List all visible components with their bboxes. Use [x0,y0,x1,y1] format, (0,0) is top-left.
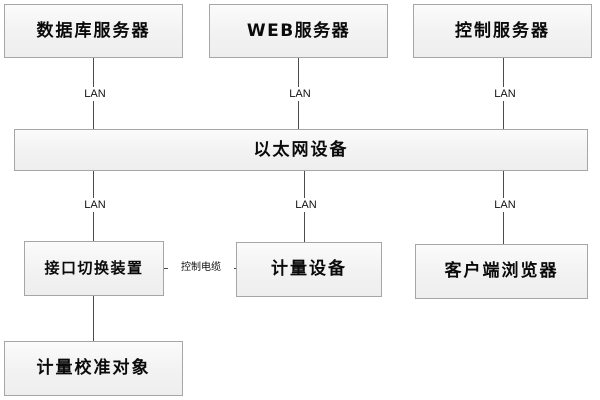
node-interface-switch-label: 接口切换装置 [44,259,144,278]
node-client-browser-label: 客户端浏览器 [444,261,559,282]
connector-interface-switch-to-calibration-object [93,295,94,341]
edge-label-lan-client-browser: LAN [486,198,524,212]
edge-label-lan-interface-switch: LAN [76,198,114,212]
node-database-server[interactable]: 数据库服务器 [4,4,183,58]
node-interface-switch[interactable]: 接口切换装置 [24,241,164,296]
node-database-server-label: 数据库服务器 [36,20,151,41]
node-control-server[interactable]: 控制服务器 [413,4,592,58]
node-calibration-object-label: 计量校准对象 [36,358,151,379]
node-ethernet-device[interactable]: 以太网设备 [14,129,588,171]
node-web-server-label: WEB服务器 [246,20,351,41]
edge-label-control-cable: 控制电缆 [168,262,234,274]
node-metering-device-label: 计量设备 [271,259,347,280]
node-control-server-label: 控制服务器 [455,20,550,41]
edge-label-lan-control-server: LAN [486,87,524,101]
node-metering-device[interactable]: 计量设备 [236,242,382,297]
edge-label-lan-metering-device: LAN [287,198,325,212]
node-web-server[interactable]: WEB服务器 [209,4,388,58]
node-client-browser[interactable]: 客户端浏览器 [415,244,588,299]
edge-label-lan-web-server: LAN [281,87,319,101]
node-calibration-object[interactable]: 计量校准对象 [4,341,183,396]
node-ethernet-device-label: 以太网设备 [253,139,349,160]
edge-label-lan-database-server: LAN [76,87,114,101]
